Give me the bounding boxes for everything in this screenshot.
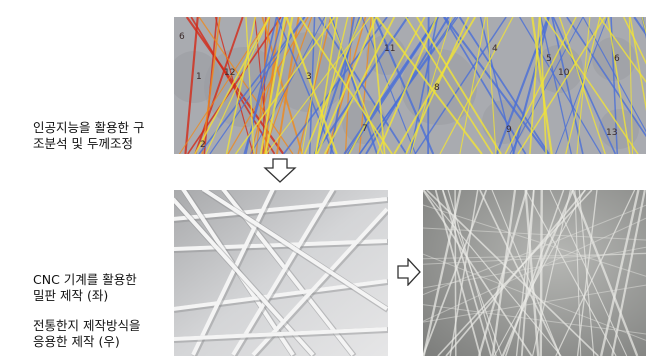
traditional-caption-line2: 응용한 제작 (우) — [33, 334, 120, 349]
diagram-number-label: 2 — [200, 140, 206, 150]
diagram-number-label: 13 — [606, 128, 617, 138]
diagram-number-label: 11 — [384, 44, 395, 54]
diagram-number-label: 9 — [506, 125, 512, 135]
diagram-number-label: 8 — [434, 83, 440, 93]
diagram-number-label: 1 — [196, 72, 202, 82]
ai-analysis-caption: 인공지능을 활용한 구 조분석 및 두께조정 — [33, 120, 144, 152]
hanji-paper-photo — [423, 190, 646, 356]
cnc-milled-board-photo — [174, 190, 388, 356]
diagram-number-label: 12 — [224, 68, 235, 78]
diagram-number-label: 10 — [558, 68, 570, 78]
traditional-caption: 전통한지 제작방식을 응용한 제작 (우) — [33, 318, 140, 350]
down-arrow-icon — [262, 158, 298, 184]
traditional-caption-line1: 전통한지 제작방식을 — [33, 318, 141, 333]
cnc-caption: CNC 기계를 활용한 밀판 제작 (좌) — [33, 272, 137, 304]
ai-analysis-caption-line2: 조분석 및 두께조정 — [33, 136, 133, 151]
ai-analysis-caption-line1: 인공지능을 활용한 구 — [33, 120, 145, 135]
diagram-number-label: 4 — [492, 44, 498, 54]
cnc-caption-line2: 밀판 제작 (좌) — [33, 288, 109, 303]
diagram-number-label: 7 — [362, 124, 368, 134]
diagram-number-label: 6 — [179, 32, 185, 42]
right-arrow-icon — [397, 258, 421, 286]
diagram-number-label: 3 — [306, 72, 312, 82]
cnc-caption-line1: CNC 기계를 활용한 — [33, 272, 137, 287]
diagram-number-label: 6 — [614, 54, 620, 64]
diagram-number-label: 5 — [546, 54, 552, 64]
